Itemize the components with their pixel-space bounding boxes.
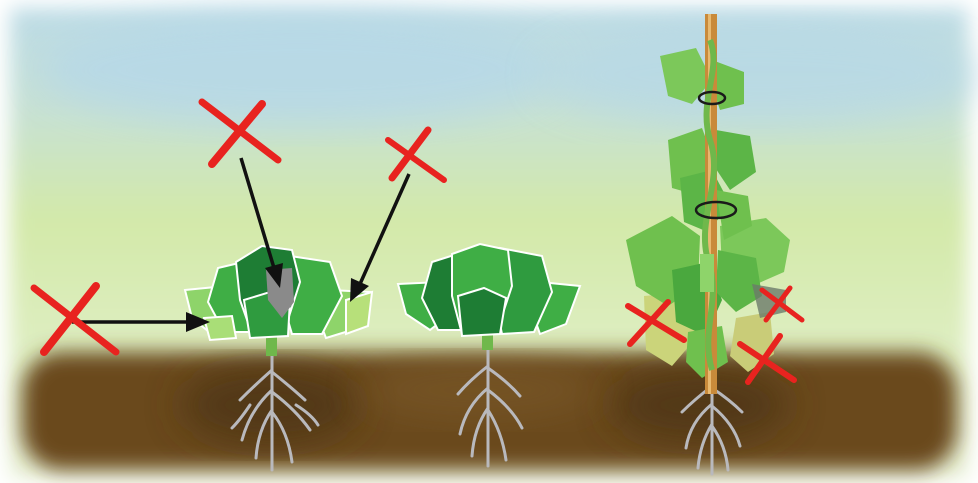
soil-light	[360, 360, 600, 420]
soil-shadow	[180, 365, 360, 445]
sky-haze	[40, 15, 560, 125]
sky-haze	[540, 25, 978, 125]
lower-leaf	[204, 316, 236, 340]
leaf	[458, 288, 506, 336]
plant-stem	[266, 336, 277, 356]
tie-clip	[700, 254, 714, 292]
soil-shadow	[610, 367, 790, 443]
